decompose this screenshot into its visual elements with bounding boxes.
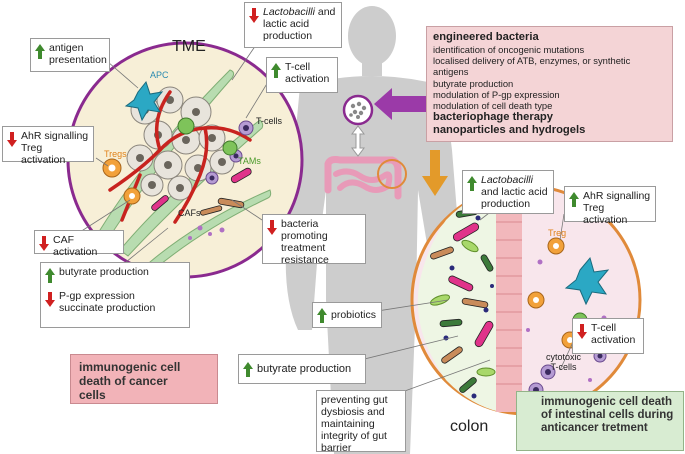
caf-activation-box: CAF activation (34, 230, 124, 258)
up-arrow-icon (569, 192, 579, 208)
leader-lines (79, 41, 575, 393)
tcell-colon-text: T-cell activation (591, 322, 636, 346)
ahr-tme-box: AhR signalling Treg activation (2, 126, 94, 166)
lacto-tme-text: Lactobacilli and lactic acid production (263, 6, 337, 42)
tregs-label: Tregs (104, 149, 127, 159)
engineered-item: modulation of cell death type (433, 100, 553, 112)
icd-intestinal-text: immunogenic cell death of intestinal cel… (541, 396, 674, 434)
up-arrow-icon (467, 176, 477, 192)
colon-treg-label: Treg (548, 228, 567, 238)
lacto-colon-italic: Lactobacilli (481, 174, 533, 186)
down-arrow-icon (7, 132, 17, 148)
cafs-label: CAFs (178, 208, 201, 218)
ahr-colon-text: AhR signalling Treg activation (583, 190, 651, 226)
down-arrow-icon (267, 220, 277, 236)
orange-arrow (422, 150, 448, 196)
up-arrow-icon (271, 63, 281, 79)
down-arrow-icon (577, 324, 587, 340)
engineered-item: identification of oncogenic mutations (433, 44, 585, 55)
apc-label: APC (150, 70, 169, 80)
bacteria-resist-text: bacteria promoting treatment resistance (281, 218, 329, 266)
stomach (342, 94, 374, 126)
colon-circle (410, 184, 642, 416)
gut-barrier-box: preventing gut dysbiosis and maintaining… (316, 390, 406, 454)
lactobacilli-tme-box: Lactobacilli and lactic acid production (244, 2, 342, 48)
lacto-italic: Lactobacilli (263, 6, 315, 18)
ahr-tme-text: AhR signalling Treg activation (21, 130, 89, 166)
pgp-text: P-gp expression succinate production (59, 290, 156, 314)
tme-circle (66, 41, 304, 279)
tme-title: TME (172, 38, 206, 55)
antigen-text: antigen presentation (49, 42, 107, 66)
down-arrow-icon (45, 292, 55, 308)
caf-text: CAF activation (53, 234, 98, 258)
butyrate-pgp-box: butyrate production P-gp expression succ… (40, 262, 190, 328)
engineered-bacteria-box: engineered bacteria identification of on… (426, 26, 673, 142)
ahr-colon-box: AhR signalling Treg activation (564, 186, 656, 226)
bacteria-resistance-box: bacteria promoting treatment resistance (262, 214, 366, 266)
intestines (324, 156, 402, 200)
tcell-tme-text: T-cell activation (285, 61, 330, 85)
engineered-item: modulation of P-gp expression (433, 88, 560, 100)
colon-highlight-ring (377, 159, 407, 189)
lactobacilli-colon-box: Lactobacilli and lactic acid production (462, 170, 554, 214)
lacto-rest: and lactic acid production (263, 6, 336, 42)
cytotoxic-tcells-word: T-cells (550, 362, 577, 372)
bacteriophage-text: bacteriophage therapy (433, 111, 553, 124)
double-arrow (351, 125, 365, 157)
up-arrow-icon (317, 308, 327, 324)
tcell-activation-colon-box: T-cell activation (572, 318, 644, 354)
purple-arrow (374, 88, 426, 120)
up-arrow-icon (243, 362, 253, 378)
antigen-presentation-box: antigen presentation (30, 38, 110, 72)
icd-cancer-box: immunogenic cell death of cancer cells (70, 354, 218, 404)
probiotics-text: probiotics (331, 309, 376, 321)
gut-barrier-text: preventing gut dysbiosis and maintaining… (321, 394, 388, 454)
butyrate-colon-box: butyrate production (238, 354, 366, 384)
probiotics-box: probiotics (312, 302, 382, 328)
pgp-row: P-gp expression succinate production (45, 290, 159, 314)
engineered-heading: engineered bacteria (433, 31, 539, 43)
icd-intestinal-box: immunogenic cell death of intestinal cel… (516, 391, 684, 451)
colon-apc-cell (564, 256, 610, 306)
up-arrow-icon (35, 44, 45, 60)
tams-label: TAMs (238, 156, 261, 166)
apc-cell (124, 80, 164, 122)
nanoparticles-text: nanoparticles and hydrogels (433, 124, 586, 137)
down-arrow-icon (39, 236, 49, 252)
tcell-activation-tme-box: T-cell activation (266, 57, 338, 93)
engineered-item: butyrate production (433, 77, 514, 89)
up-arrow-icon (45, 268, 55, 284)
butyrate-colon-text: butyrate production (257, 363, 352, 375)
lacto-colon-rest: and lactic acid production (481, 186, 548, 210)
engineered-item: localised delivery of ATB, enzymes, or s… (433, 55, 631, 78)
cytotoxic-label: cytotoxic T-cells (546, 352, 581, 372)
icd-cancer-text: immunogenic cell death of cancer cells (79, 360, 181, 402)
butyrate-row: butyrate production (45, 266, 149, 284)
butyrate-tme-text: butyrate production (59, 266, 149, 278)
lacto-colon-text: Lactobacilli and lactic acid production (481, 174, 549, 210)
cytotoxic-word: cytotoxic (546, 352, 582, 362)
down-arrow-icon (249, 8, 259, 24)
tcells-label: T-cells (256, 116, 283, 126)
colon-title: colon (450, 418, 489, 435)
